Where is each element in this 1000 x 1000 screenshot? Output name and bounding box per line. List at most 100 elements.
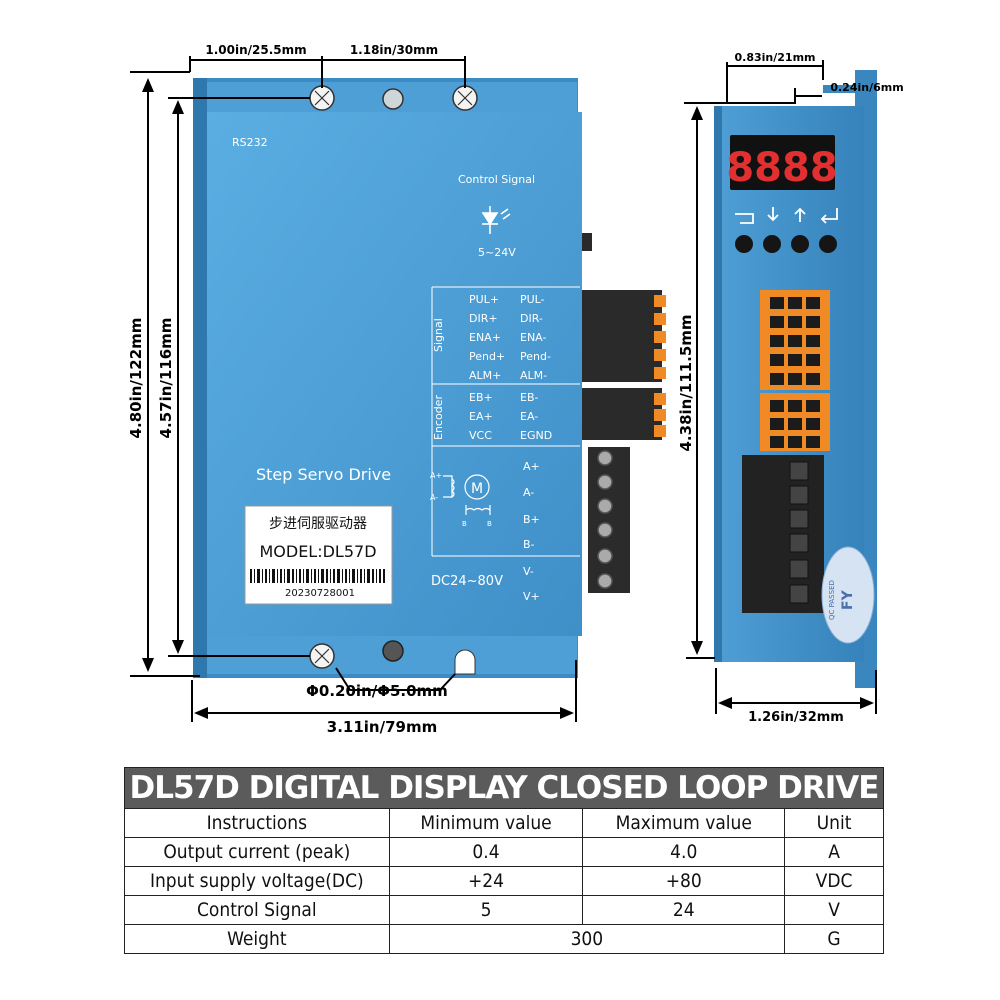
side-edge	[714, 106, 722, 662]
top-screw	[382, 88, 404, 110]
table-row-weight: Weight 300 G	[124, 924, 884, 954]
weight-unit: G	[784, 924, 884, 954]
barcode-icon	[250, 569, 385, 583]
product-name: Step Servo Drive	[256, 465, 391, 484]
terminal-label: B-	[523, 538, 535, 551]
product-diagram: RS232 Control Signal 5~24V Signal PUL+ D…	[127, 43, 904, 736]
pin-label: ALM-	[520, 369, 547, 382]
spec-table-title: DL57D DIGITAL DISPLAY CLOSED LOOP DRIVE	[124, 767, 884, 809]
power-terminal-block	[588, 447, 630, 593]
display-digits: 8888	[726, 145, 837, 191]
diagram-b-minus: B	[487, 520, 492, 528]
diagram-a-plus: A+	[430, 471, 442, 480]
sticker-text: QC PASSED	[828, 580, 836, 620]
dim-side-top-width: 0.83in/21mm	[735, 51, 816, 64]
front-dimension-arrows	[142, 78, 574, 719]
dim-total-width: 3.11in/79mm	[327, 718, 437, 736]
row-unit: A	[784, 837, 884, 867]
mounting-hole-top-left	[309, 85, 335, 111]
header-maximum: Maximum value	[582, 808, 786, 838]
enter-arrow-icon	[820, 208, 838, 224]
front-left-flange	[193, 78, 207, 678]
side-dimension-lines	[684, 60, 877, 714]
side-signal-connector	[760, 290, 830, 390]
encoder-pins-positive: EB+ EA+ VCC	[469, 391, 493, 442]
row-min: 5	[388, 895, 584, 925]
pin-label: DIR-	[520, 312, 543, 325]
label-model: MODEL:DL57D	[259, 542, 376, 561]
label-serial: 20230728001	[285, 588, 355, 599]
row-min: +24	[388, 866, 584, 896]
side-tab	[582, 233, 592, 251]
terminal-label: B+	[523, 513, 540, 526]
pin-label: ENA-	[520, 331, 546, 344]
dim-body-height: 4.57in/116mm	[157, 318, 175, 439]
pin-label: VCC	[469, 429, 492, 442]
front-view: RS232 Control Signal 5~24V Signal PUL+ D…	[193, 78, 666, 678]
pin-label: PUL+	[469, 293, 499, 306]
front-dimension-lines	[130, 56, 577, 722]
pin-label: Pend-	[520, 350, 551, 363]
row-label: Output current (peak)	[124, 837, 390, 867]
diagram-b-plus: B	[462, 520, 467, 528]
pin-label: Pend+	[469, 350, 505, 363]
row-max: +80	[582, 866, 786, 896]
dim-hole-diameter: Φ0.20in/Φ5.0mm	[306, 682, 448, 700]
diagram-a-minus: A-	[430, 493, 438, 502]
motor-coil-icon	[443, 474, 491, 515]
row-min: 0.4	[388, 837, 584, 867]
encoder-group-label: Encoder	[432, 395, 445, 440]
side-encoder-connector	[760, 393, 830, 451]
back-arrow-icon	[735, 213, 754, 224]
header-instructions: Instructions	[124, 808, 390, 838]
motor-symbol: M	[471, 481, 483, 497]
power-terminal-labels: V- V+	[523, 565, 540, 603]
pin-label: EB+	[469, 391, 493, 404]
terminal-label: V+	[523, 590, 540, 603]
control-signal-label: Control Signal	[458, 173, 535, 186]
up-arrow-icon	[794, 207, 806, 222]
signal-pins-negative: PUL- DIR- ENA- Pend- ALM-	[520, 293, 551, 382]
dim-side-depth: 1.26in/32mm	[748, 710, 844, 725]
product-label: 步进伺服驱动器 MODEL:DL57D 20230728001	[244, 505, 393, 605]
pin-label: EGND	[520, 429, 552, 442]
dim-side-height: 4.38in/111.5mm	[677, 314, 695, 451]
signal-connector	[582, 290, 662, 382]
row-label: Control Signal	[124, 895, 390, 925]
sticker-initials: FY	[840, 589, 856, 610]
spec-table: DL57D DIGITAL DISPLAY CLOSED LOOP DRIVE …	[124, 767, 884, 954]
motor-terminal-labels: A+ A- B+ B-	[523, 460, 540, 551]
side-top-tab	[823, 85, 863, 93]
encoder-connector	[582, 388, 662, 440]
enter-button[interactable]	[819, 235, 837, 253]
pin-label: EA+	[469, 410, 493, 423]
up-button[interactable]	[791, 235, 809, 253]
encoder-connector-latches	[654, 393, 666, 437]
side-dimension-arrows	[691, 106, 874, 709]
down-arrow-icon	[767, 207, 779, 222]
pin-label: EA-	[520, 410, 538, 423]
signal-connector-latches	[654, 295, 666, 379]
table-row: Control Signal 5 24 V	[124, 895, 884, 925]
signal-pins-positive: PUL+ DIR+ ENA+ Pend+ ALM+	[469, 293, 505, 382]
pin-label: EB-	[520, 391, 538, 404]
row-max: 24	[582, 895, 786, 925]
encoder-pins-negative: EB- EA- EGND	[520, 391, 552, 442]
terminal-label: V-	[523, 565, 534, 578]
terminal-label: A+	[523, 460, 540, 473]
side-view: 8888	[714, 70, 877, 688]
rs232-label: RS232	[232, 136, 268, 149]
row-unit: V	[784, 895, 884, 925]
signal-group-label: Signal	[432, 318, 445, 352]
label-chinese: 步进伺服驱动器	[269, 516, 367, 532]
spec-header-row: Instructions Minimum value Maximum value…	[124, 808, 884, 838]
terminal-label: A-	[523, 486, 534, 499]
table-row: Input supply voltage(DC) +24 +80 VDC	[124, 866, 884, 896]
mounting-hole-top-right	[452, 85, 478, 111]
qc-passed-sticker: QC PASSED FY	[821, 546, 875, 644]
optocoupler-icon	[481, 206, 511, 234]
side-power-terminal-block	[742, 455, 824, 613]
down-button[interactable]	[763, 235, 781, 253]
back-button[interactable]	[735, 235, 753, 253]
pin-label: ALM+	[469, 369, 501, 382]
